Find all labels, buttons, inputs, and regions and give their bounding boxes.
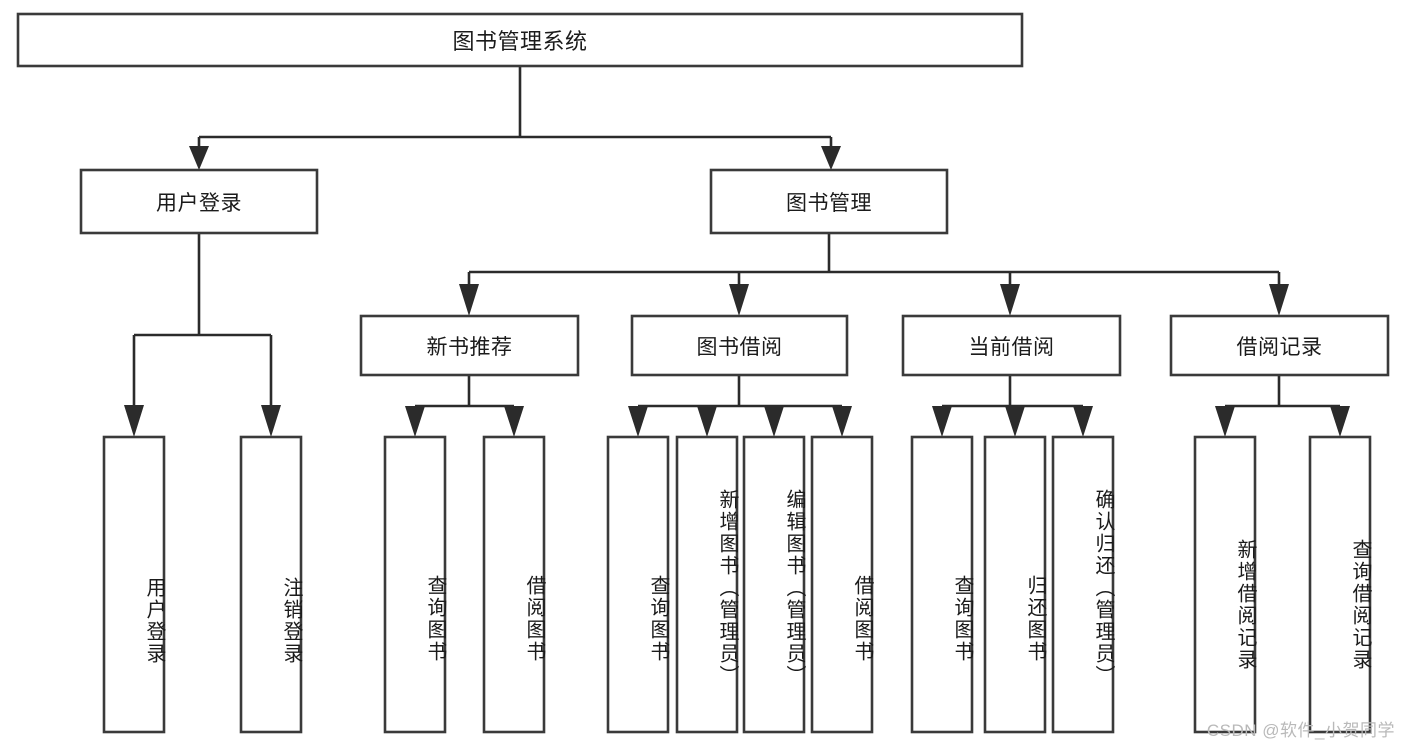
arrow-head-leaf-query-borrow-record [1330, 406, 1350, 437]
node-box-leaf-query-book-3[interactable] [910, 435, 974, 734]
arrow-head-user-login [189, 146, 209, 170]
arrow-head-book-borrow [729, 284, 749, 316]
connector-group-current-borrow [932, 375, 1093, 437]
node-box-book-management[interactable] [709, 168, 949, 235]
arrow-head-leaf-query-book-1 [405, 406, 425, 437]
node-box-leaf-query-borrow-record[interactable] [1308, 435, 1372, 734]
connector-group-borrow-record [1215, 375, 1350, 437]
node-box-leaf-user-logout[interactable] [239, 435, 303, 734]
arrow-head-leaf-borrow-book-2 [832, 406, 852, 437]
node-box-book-borrow[interactable] [630, 314, 849, 377]
arrow-head-leaf-query-book-2 [628, 406, 648, 437]
arrow-head-book-management [821, 146, 841, 170]
connector-group-new-book-recommend [405, 375, 524, 437]
arrow-head-leaf-user-login [124, 405, 144, 437]
node-box-leaf-user-login[interactable] [102, 435, 166, 734]
node-box-new-book-recommend[interactable] [359, 314, 580, 377]
node-box-leaf-confirm-return-admin[interactable] [1051, 435, 1115, 734]
node-box-current-borrow[interactable] [901, 314, 1122, 377]
node-box-leaf-borrow-book-2[interactable] [810, 435, 874, 734]
node-box-leaf-add-borrow-record[interactable] [1193, 435, 1257, 734]
arrow-head-leaf-borrow-book-1 [504, 406, 524, 437]
node-box-leaf-edit-book-admin[interactable] [742, 435, 806, 734]
arrow-head-borrow-record [1269, 284, 1289, 316]
arrow-head-new-book-recommend [459, 284, 479, 316]
arrow-head-leaf-edit-book-admin [764, 406, 784, 437]
node-box-leaf-query-book-1[interactable] [383, 435, 447, 734]
node-box-root[interactable] [16, 12, 1024, 68]
arrow-head-leaf-query-book-3 [932, 406, 952, 437]
arrow-head-leaf-confirm-return-admin [1073, 406, 1093, 437]
arrow-head-current-borrow [1000, 284, 1020, 316]
arrow-head-leaf-return-book [1005, 406, 1025, 437]
connector-group-book-borrow [628, 375, 852, 437]
node-box-borrow-record[interactable] [1169, 314, 1390, 377]
node-box-leaf-return-book[interactable] [983, 435, 1047, 734]
connector-group-user-login [124, 233, 281, 437]
arrow-head-leaf-user-logout [261, 405, 281, 437]
connector-group-root [189, 66, 841, 170]
node-box-leaf-query-book-2[interactable] [606, 435, 670, 734]
node-box-user-login[interactable] [79, 168, 319, 235]
connector-group-book-management [459, 233, 1289, 316]
node-box-leaf-borrow-book-1[interactable] [482, 435, 546, 734]
arrow-head-leaf-add-book-admin [697, 406, 717, 437]
node-box-leaf-add-book-admin[interactable] [675, 435, 739, 734]
arrow-head-leaf-add-borrow-record [1215, 406, 1235, 437]
